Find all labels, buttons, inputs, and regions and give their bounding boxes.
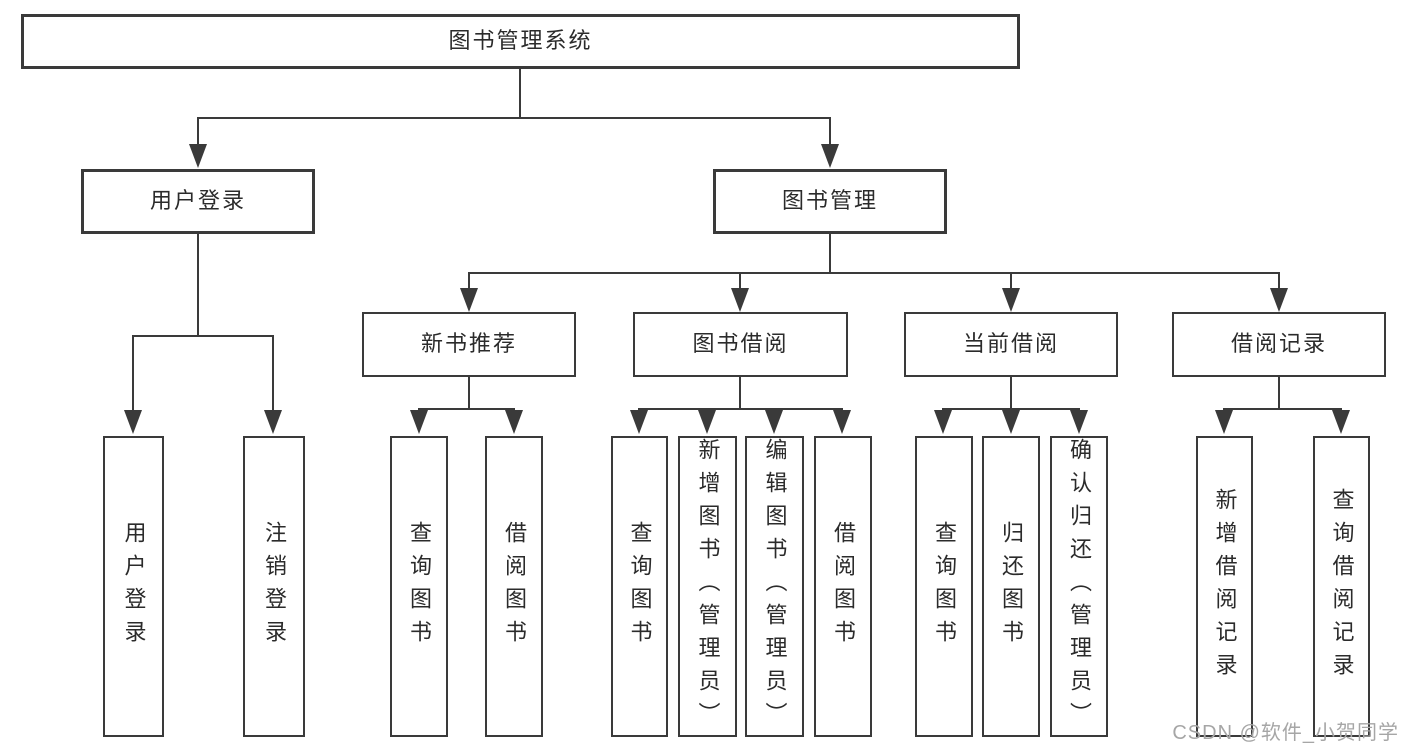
leaf-user-login-label: 用户登录 (121, 520, 147, 653)
node-borrow-records: 借阅记录 (1172, 312, 1386, 377)
leaf-bb-borrow-books-label: 借阅图书 (831, 520, 856, 653)
leaf-cb-confirm-return-admin-label: 确认归还（管理员） (1067, 438, 1092, 735)
node-book-borrow-label: 图书借阅 (692, 331, 789, 357)
leaf-nb-query-books: 查询图书 (390, 436, 448, 737)
leaf-nb-borrow-books-label: 借阅图书 (502, 520, 527, 653)
connector-br-stem (1278, 377, 1280, 408)
arrow-down-icon (630, 410, 648, 434)
leaf-logout: 注销登录 (243, 436, 305, 737)
arrow-down-icon (765, 410, 783, 434)
leaf-cb-query-books: 查询图书 (915, 436, 973, 737)
arrow-down-icon (821, 144, 839, 168)
connector-to-book-borrow (739, 272, 741, 290)
node-library-system: 图书管理系统 (21, 14, 1020, 69)
connector-to-new-book-recommend (468, 272, 470, 290)
leaf-br-query-borrow-record-label: 查询借阅记录 (1329, 487, 1355, 686)
connector-root-stem (519, 69, 521, 117)
node-user-login: 用户登录 (81, 169, 315, 234)
node-library-system-label: 图书管理系统 (448, 28, 593, 54)
leaf-bb-borrow-books: 借阅图书 (814, 436, 872, 737)
arrow-down-icon (1332, 410, 1350, 434)
connector-user-login-stem (197, 234, 199, 335)
leaf-cb-query-books-label: 查询图书 (932, 520, 957, 653)
connector-to-book-management (829, 117, 831, 146)
arrow-down-icon (189, 144, 207, 168)
leaf-br-add-borrow-record: 新增借阅记录 (1196, 436, 1253, 737)
arrow-down-icon (264, 410, 282, 434)
node-current-borrow-label: 当前借阅 (962, 331, 1059, 357)
arrow-down-icon (731, 288, 749, 312)
arrow-down-icon (833, 410, 851, 434)
connector-to-current-borrow (1010, 272, 1012, 290)
arrow-down-icon (1270, 288, 1288, 312)
node-new-book-recommend: 新书推荐 (362, 312, 576, 377)
connector-bb-bar (638, 408, 843, 410)
arrow-down-icon (698, 410, 716, 434)
connector-cb-bar (942, 408, 1080, 410)
connector-root-bar (197, 117, 831, 119)
arrow-down-icon (410, 410, 428, 434)
arrow-down-icon (505, 410, 523, 434)
connector-book-mgmt-bar (468, 272, 1280, 274)
arrow-down-icon (1215, 410, 1233, 434)
node-current-borrow: 当前借阅 (904, 312, 1118, 377)
connector-nb-stem (468, 377, 470, 408)
node-book-management-label: 图书管理 (781, 188, 878, 214)
leaf-br-query-borrow-record: 查询借阅记录 (1313, 436, 1370, 737)
leaf-bb-query-books: 查询图书 (611, 436, 668, 737)
node-user-login-label: 用户登录 (149, 188, 246, 214)
leaf-bb-query-books-label: 查询图书 (627, 520, 653, 653)
leaf-cb-return-books: 归还图书 (982, 436, 1040, 737)
csdn-watermark: CSDN @软件_小贺同学 (1172, 722, 1399, 744)
leaf-nb-borrow-books: 借阅图书 (485, 436, 543, 737)
leaf-br-add-borrow-record-label: 新增借阅记录 (1212, 487, 1238, 686)
connector-to-borrow-records (1278, 272, 1280, 290)
leaf-logout-label: 注销登录 (262, 520, 287, 653)
node-borrow-records-label: 借阅记录 (1230, 331, 1327, 357)
arrow-down-icon (1002, 288, 1020, 312)
connector-bb-stem (739, 377, 741, 408)
connector-to-user-login (197, 117, 199, 146)
connector-br-bar (1223, 408, 1342, 410)
leaf-bb-edit-books-admin: 编辑图书（管理员） (745, 436, 804, 737)
leaf-cb-return-books-label: 归还图书 (999, 520, 1024, 653)
node-new-book-recommend-label: 新书推荐 (420, 331, 517, 357)
connector-to-leaf-user-login (132, 335, 134, 412)
arrow-down-icon (1002, 410, 1020, 434)
arrow-down-icon (934, 410, 952, 434)
arrow-down-icon (1070, 410, 1088, 434)
leaf-user-login: 用户登录 (103, 436, 164, 737)
leaf-bb-add-books-admin: 新增图书（管理员） (678, 436, 737, 737)
leaf-bb-add-books-admin-label: 新增图书（管理员） (695, 438, 721, 735)
node-book-borrow: 图书借阅 (633, 312, 848, 377)
arrow-down-icon (460, 288, 478, 312)
leaf-nb-query-books-label: 查询图书 (407, 520, 432, 653)
node-book-management: 图书管理 (713, 169, 947, 234)
connector-cb-stem (1010, 377, 1012, 408)
connector-to-leaf-logout (272, 335, 274, 412)
arrow-down-icon (124, 410, 142, 434)
leaf-bb-edit-books-admin-label: 编辑图书（管理员） (762, 438, 788, 735)
connector-user-login-bar (132, 335, 274, 337)
leaf-cb-confirm-return-admin: 确认归还（管理员） (1050, 436, 1108, 737)
connector-nb-bar (418, 408, 515, 410)
connector-book-mgmt-stem (829, 234, 831, 272)
